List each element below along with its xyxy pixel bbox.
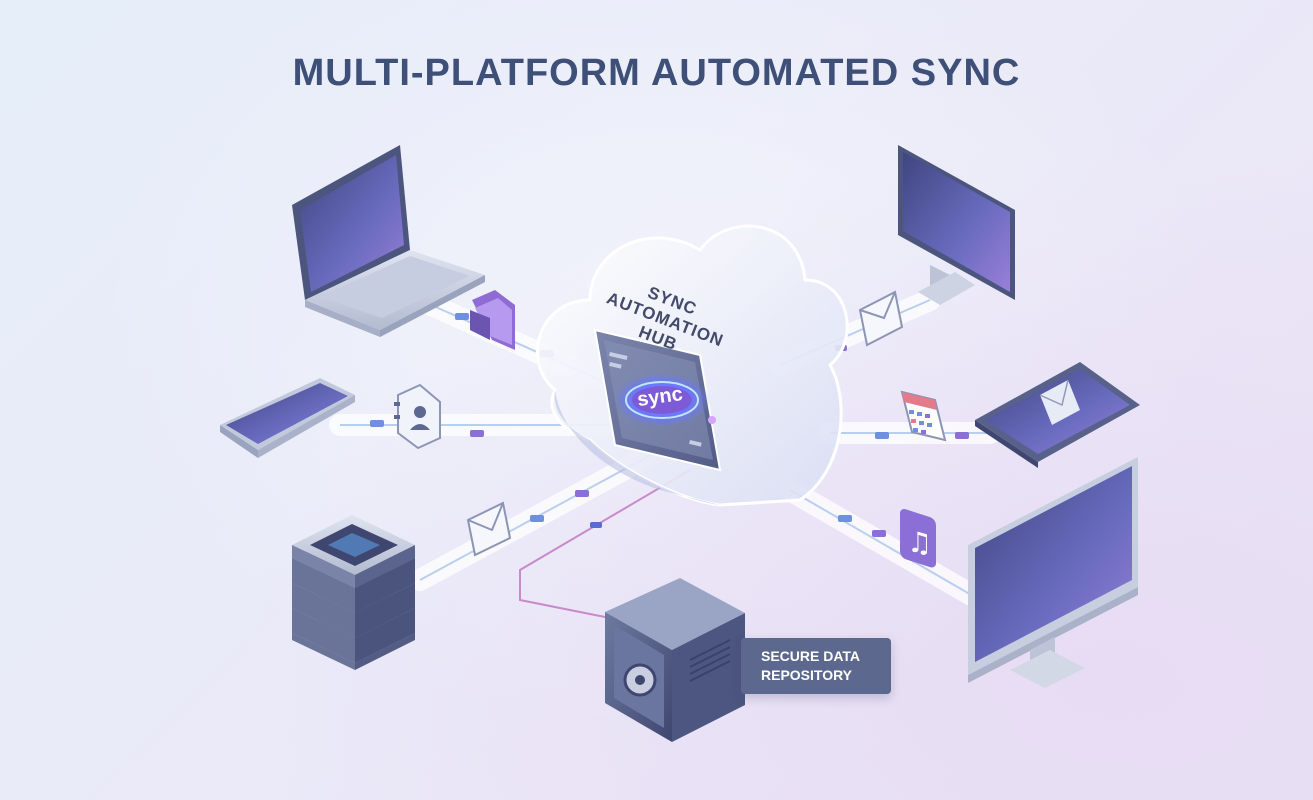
music-note-icon: ♫ (900, 509, 936, 568)
track-safe (519, 469, 691, 621)
calendar-icon (900, 390, 947, 442)
server-rack-icon (292, 515, 415, 670)
desktop-monitor-icon (968, 457, 1138, 688)
smartphone-icon (220, 378, 355, 458)
mail-icon (858, 290, 904, 347)
contact-book-icon (394, 383, 441, 450)
tablet-icon (975, 362, 1140, 468)
secure-label-line: REPOSITORY (761, 667, 853, 683)
monitor-icon (898, 145, 1015, 305)
folder-icon (470, 290, 515, 350)
laptop-icon (292, 145, 485, 337)
safe-icon (605, 578, 745, 742)
mail-icon (1039, 379, 1080, 425)
secure-label-line: SECURE DATA (761, 648, 861, 664)
sync-automation-hub (536, 224, 849, 507)
svg-text:♫: ♫ (907, 526, 932, 559)
page-title: MULTI-PLATFORM AUTOMATED SYNC (292, 52, 1021, 94)
secure-repository-label: SECURE DATA REPOSITORY (741, 638, 891, 694)
mail-icon (466, 501, 512, 557)
